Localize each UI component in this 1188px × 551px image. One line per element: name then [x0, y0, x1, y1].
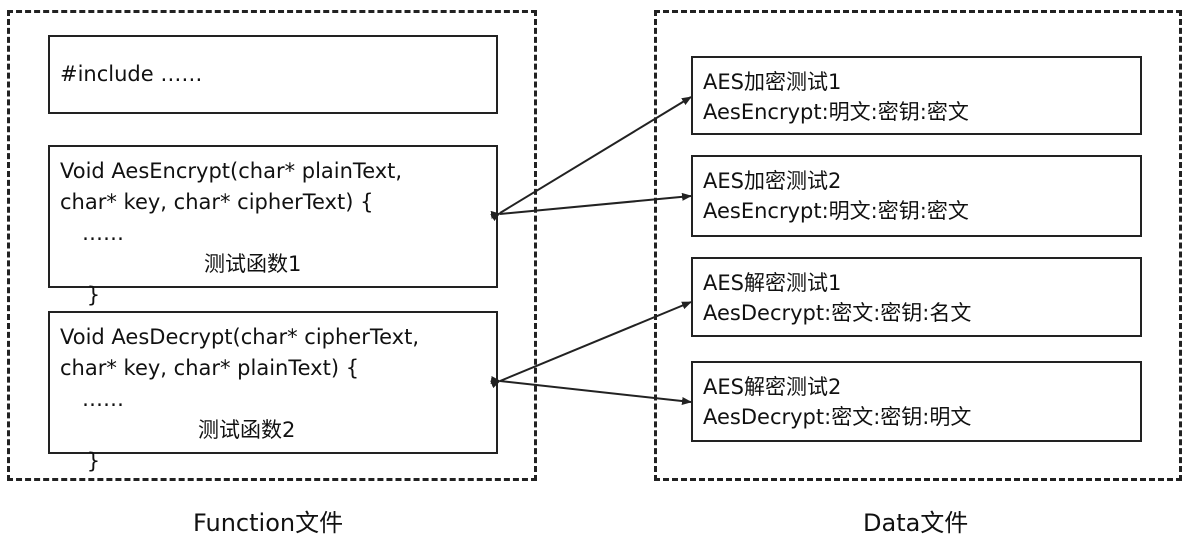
- arrow-decrypt-to-test-4: [490, 376, 692, 405]
- encrypt-function-box: Void AesEncrypt(char* plainText, char* k…: [48, 145, 498, 307]
- encrypt-body-ellipsis: ……: [82, 221, 124, 245]
- data-test-title-2: AES加密测试2: [703, 169, 842, 193]
- encrypt-signature-line-2: char* key, char* cipherText) {: [60, 190, 374, 214]
- include-box: #include ……: [48, 35, 498, 114]
- decrypt-body-ellipsis: ……: [82, 387, 124, 411]
- decrypt-function-box: Void AesDecrypt(char* cipherText, char* …: [48, 311, 498, 473]
- decrypt-closing-line: } 测试函数2: [60, 415, 496, 473]
- decrypt-signature-line-2: char* key, char* plainText) {: [60, 356, 360, 380]
- encrypt-closing-brace: }: [86, 283, 101, 307]
- encrypt-signature-line-1: Void AesEncrypt(char* plainText,: [60, 159, 403, 183]
- data-file-panel: [654, 10, 1182, 481]
- data-test-content-2: AesEncrypt:明文:密钥:密文: [703, 199, 969, 223]
- data-test-title-4: AES解密测试2: [703, 375, 842, 399]
- arrow-decrypt-to-test-3: [490, 301, 692, 389]
- encrypt-function-label: 测试函数1: [204, 252, 302, 276]
- data-test-title-3: AES解密测试1: [703, 271, 842, 295]
- data-test-title-1: AES加密测试1: [703, 70, 842, 94]
- data-test-box-2: AES加密测试2 AesEncrypt:明文:密钥:密文: [691, 155, 1142, 237]
- data-test-box-1: AES加密测试1 AesEncrypt:明文:密钥:密文: [691, 56, 1142, 135]
- function-file-caption: Function文件: [193, 509, 344, 537]
- data-file-caption: Data文件: [863, 509, 969, 537]
- include-text: #include ……: [60, 62, 203, 86]
- data-test-content-3: AesDecrypt:密文:密钥:名文: [703, 301, 972, 325]
- decrypt-signature-line-1: Void AesDecrypt(char* cipherText,: [60, 325, 419, 349]
- arrow-encrypt-to-test-2: [490, 192, 692, 219]
- data-test-box-4: AES解密测试2 AesDecrypt:密文:密钥:明文: [691, 361, 1142, 442]
- decrypt-closing-brace: }: [86, 449, 101, 473]
- data-test-content-1: AesEncrypt:明文:密钥:密文: [703, 100, 969, 124]
- decrypt-function-label: 测试函数2: [198, 418, 296, 442]
- encrypt-closing-line: } 测试函数1: [60, 249, 496, 307]
- data-test-content-4: AesDecrypt:密文:密钥:明文: [703, 405, 972, 429]
- arrow-encrypt-to-test-1: [490, 96, 692, 222]
- data-test-box-3: AES解密测试1 AesDecrypt:密文:密钥:名文: [691, 257, 1142, 337]
- function-file-panel: [7, 10, 537, 481]
